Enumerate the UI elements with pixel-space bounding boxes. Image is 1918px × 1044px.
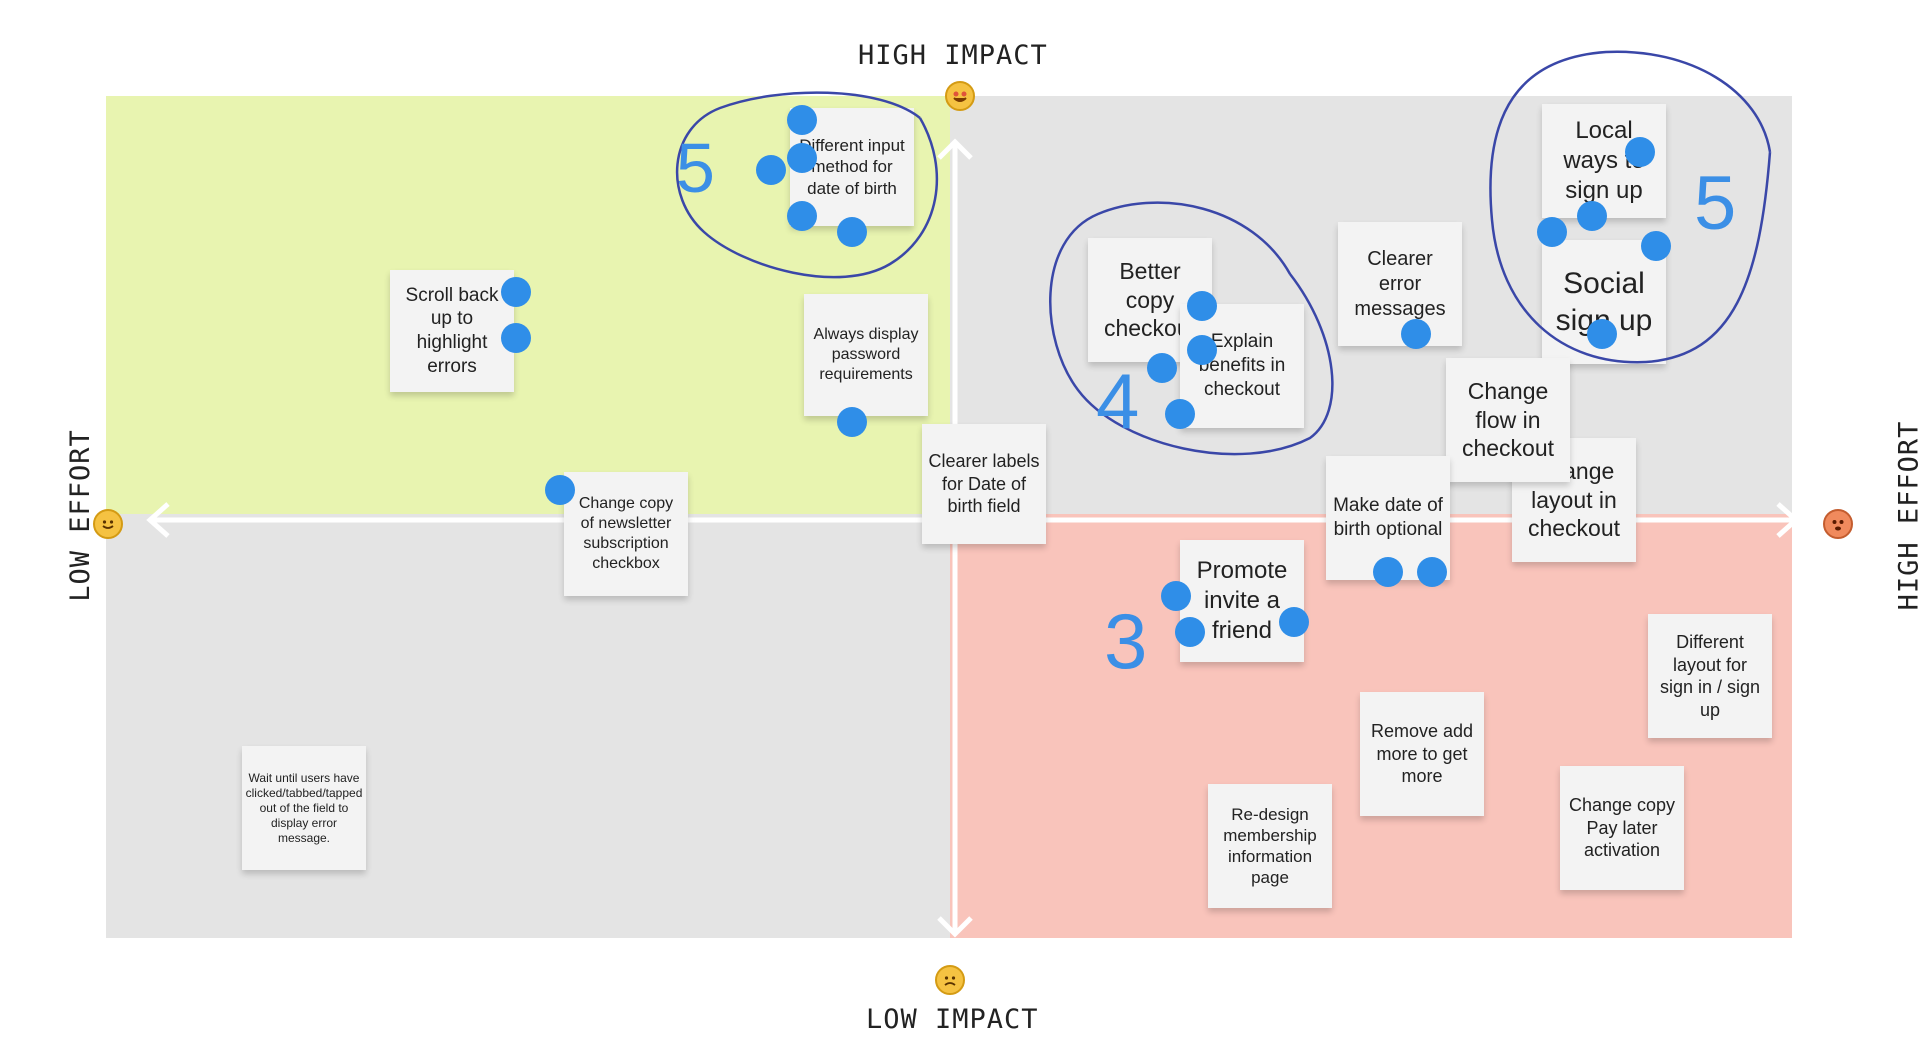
vote-dot[interactable] [787,201,817,231]
vote-dot[interactable] [1373,557,1403,587]
vote-dot[interactable] [545,475,575,505]
vote-dot[interactable] [1175,617,1205,647]
vote-dot[interactable] [837,407,867,437]
sticky-note-wait-until[interactable]: Wait until users have clicked/tabbed/tap… [242,746,366,870]
vote-dot[interactable] [1187,335,1217,365]
sticky-note-change-copy-newsletter[interactable]: Change copy of newsletter subscription c… [564,472,688,596]
vote-dot[interactable] [501,323,531,353]
sticky-note-change-copy-pay[interactable]: Change copy Pay later activation [1560,766,1684,890]
sticky-note-always-display[interactable]: Always display password requirements [804,294,928,416]
vote-count-checkout-group: 4 [1096,357,1140,445]
sticky-note-clearer-error[interactable]: Clearer error messages [1338,222,1462,346]
flushed-face-icon [1823,509,1853,539]
vote-dot[interactable] [1537,217,1567,247]
vote-dot[interactable] [837,217,867,247]
vote-count-input-group: 5 [676,129,715,207]
vote-dot[interactable] [1417,557,1447,587]
sticky-note-explain-benefits[interactable]: Explain benefits in checkout [1180,304,1304,428]
sticky-note-change-flow[interactable]: Change flow in checkout [1446,358,1570,482]
axis-label-low-impact: LOW IMPACT [866,1004,1039,1035]
vote-dot[interactable] [1161,581,1191,611]
sticky-note-redesign-membership[interactable]: Re-design membership information page [1208,784,1332,908]
vote-dot[interactable] [1187,291,1217,321]
vote-dot[interactable] [1279,607,1309,637]
vote-dot[interactable] [1587,319,1617,349]
vote-count-signup-group: 5 [1694,161,1737,246]
vote-dot[interactable] [1625,137,1655,167]
frowning-face-icon [935,965,965,995]
star-struck-face-icon [945,81,975,111]
sticky-note-remove-add-more[interactable]: Remove add more to get more [1360,692,1484,816]
vote-dot[interactable] [756,155,786,185]
vote-dot[interactable] [1577,201,1607,231]
vote-count-invite-group: 3 [1104,597,1148,685]
vote-dot[interactable] [1401,319,1431,349]
vote-dot[interactable] [787,105,817,135]
sticky-note-scroll-back[interactable]: Scroll back up to highlight errors [390,270,514,392]
sticky-note-change-layout[interactable]: Change layout in checkout [1512,438,1636,562]
smiling-face-icon [93,509,123,539]
axis-label-high-impact: HIGH IMPACT [858,40,1048,71]
vote-dot[interactable] [787,143,817,173]
vote-dot[interactable] [1147,353,1177,383]
sticky-note-different-layout[interactable]: Different layout for sign in / sign up [1648,614,1772,738]
vote-dot[interactable] [501,277,531,307]
sticky-note-clearer-labels[interactable]: Clearer labels for Date of birth field [922,424,1046,544]
vote-dot[interactable] [1165,399,1195,429]
vote-dot[interactable] [1641,231,1671,261]
